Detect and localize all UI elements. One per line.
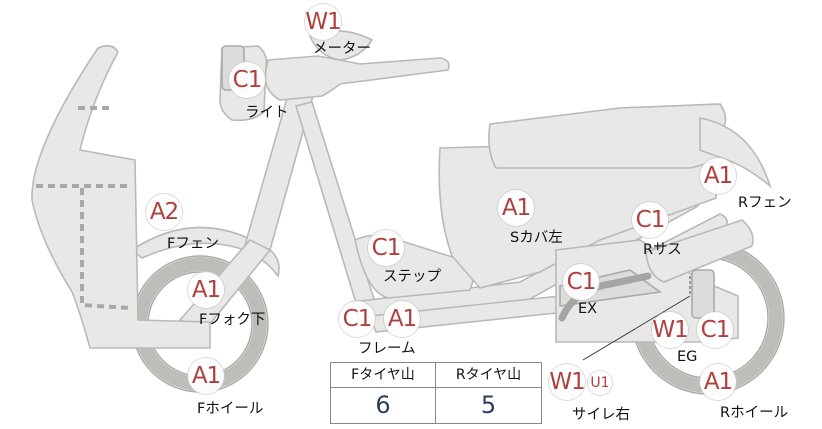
- label-muffler: サイレ右: [572, 407, 630, 423]
- label-eg: EG: [677, 349, 698, 365]
- code-badge-rfender[interactable]: A1: [700, 158, 736, 194]
- label-rwheel: Rホイール: [720, 405, 789, 421]
- tire-tread-table: Fタイヤ山 Rタイヤ山 6 5: [330, 362, 542, 424]
- rear-suspension-damper: [691, 269, 715, 319]
- code-badge-meter[interactable]: W1: [305, 4, 342, 40]
- tread-table-divider: [435, 363, 436, 423]
- label-ffender: Fフェン: [167, 236, 219, 252]
- leg-shield-seams: [36, 106, 131, 310]
- code-badge-fwheel[interactable]: A1: [188, 358, 224, 394]
- code-badge-ex[interactable]: C1: [563, 264, 599, 300]
- muffler-leader: [582, 295, 691, 361]
- code-badge-light[interactable]: C1: [229, 62, 265, 98]
- code-badge-eg-1[interactable]: W1: [652, 312, 689, 348]
- label-meter: メーター: [313, 41, 371, 57]
- code-badge-frame-2[interactable]: A1: [384, 301, 420, 337]
- code-badge-rwheel[interactable]: A1: [700, 364, 736, 400]
- code-badge-ffender[interactable]: A2: [146, 194, 182, 230]
- tread-header-rear: Rタイヤ山: [436, 363, 541, 388]
- label-frame: フレーム: [358, 341, 416, 357]
- code-badge-scover[interactable]: A1: [498, 190, 534, 226]
- code-badge-muffler-2[interactable]: U1: [588, 371, 612, 395]
- code-badge-ffork[interactable]: A1: [188, 272, 224, 308]
- label-light: ライト: [245, 105, 289, 121]
- label-rfender: Rフェン: [738, 195, 792, 211]
- leg-shield-shape: [31, 44, 211, 349]
- label-rsus: Rサス: [643, 242, 682, 258]
- code-badge-muffler-1[interactable]: W1: [549, 364, 586, 400]
- label-ffork: Fフォク下: [199, 312, 266, 328]
- code-badge-step[interactable]: C1: [368, 230, 404, 266]
- tread-value-rear: 5: [480, 391, 497, 419]
- front-fender-shape: [130, 226, 280, 278]
- label-fwheel: Fホイール: [197, 401, 264, 417]
- code-badge-frame-1[interactable]: C1: [339, 301, 375, 337]
- code-badge-eg-2[interactable]: C1: [697, 312, 733, 348]
- tread-header-front: Fタイヤ山: [331, 363, 435, 388]
- code-badge-rsus[interactable]: C1: [632, 202, 668, 238]
- tread-value-front: 6: [375, 391, 391, 419]
- label-ex: EX: [578, 301, 598, 317]
- handlebar-shape: [264, 55, 450, 101]
- label-step: ステップ: [383, 269, 441, 285]
- rear-suspension-shape: [645, 219, 754, 283]
- label-scover: Sカバ左: [510, 230, 563, 246]
- frame-downtube-shape: [294, 101, 380, 317]
